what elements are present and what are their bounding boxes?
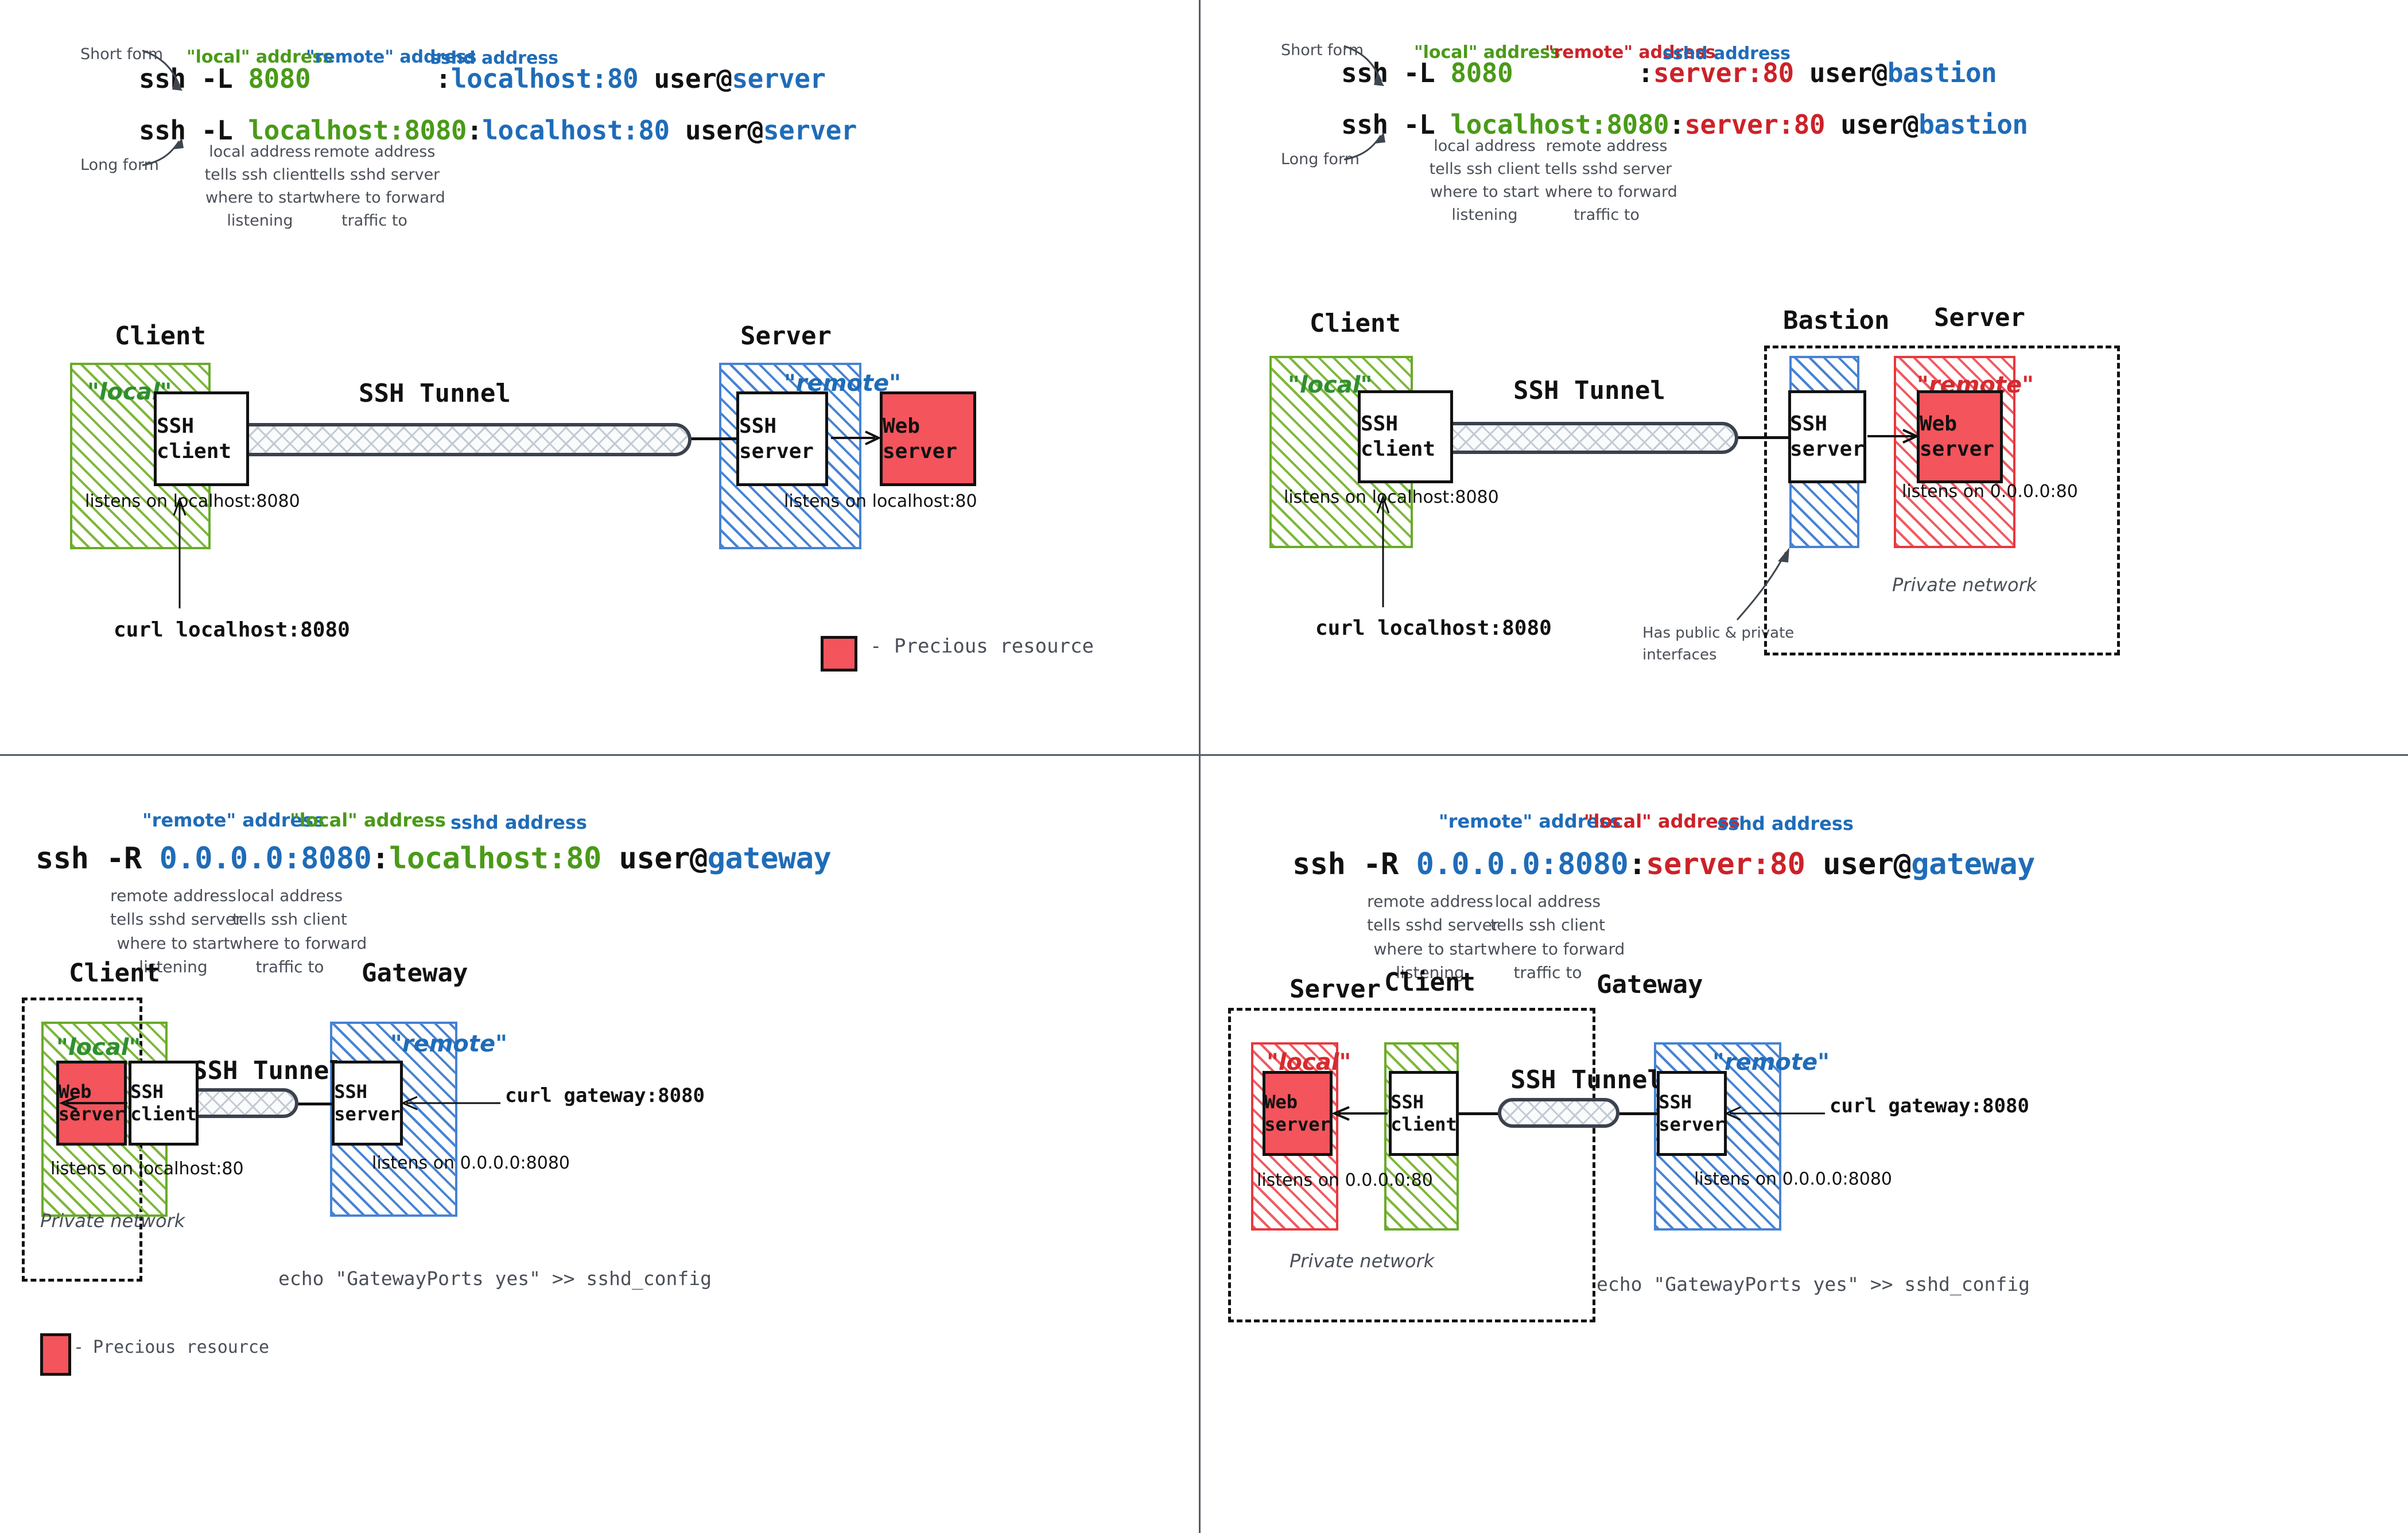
legend-precious-resource: Precious resource xyxy=(93,1337,270,1357)
panel-remote-forward-simple: "remote" address "local" address sshd ad… xyxy=(0,756,1199,1533)
legend-swatch-precious xyxy=(40,1333,71,1376)
note-local-address: local address tells ssh client where to … xyxy=(1487,892,1625,983)
remote-address-caption: "remote" address xyxy=(1439,810,1621,832)
sshd-address-caption: sshd address xyxy=(1717,813,1854,835)
short-form-label: Short form xyxy=(80,45,163,63)
panel-local-forward-bastion: Short form "local" address "remote" addr… xyxy=(1201,0,2408,755)
command-short-form: ssh -L 8080 :server:80 user@bastion xyxy=(1341,57,1997,88)
listens-server: listens on 0.0.0.0:80 xyxy=(1902,482,2078,502)
tunnel-label: SSH Tunnel xyxy=(1510,1065,1663,1095)
node-web-server: Web server xyxy=(1263,1071,1333,1156)
node-ssh-client: SSH client xyxy=(154,391,249,486)
curl-command: curl gateway:8080 xyxy=(1830,1095,2029,1117)
machine-title-client: Client xyxy=(1310,309,1401,338)
command-long-form: ssh -L localhost:8080:server:80 user@bas… xyxy=(1341,109,2028,140)
machine-title-gateway: Gateway xyxy=(362,958,468,988)
local-address-caption: "local" address xyxy=(187,47,333,67)
tunnel-label: SSH Tunnel xyxy=(192,1056,344,1085)
echo-gatewayports-config: echo "GatewayPorts yes" >> sshd_config xyxy=(1597,1273,2030,1295)
listens-gateway: listens on 0.0.0.0:8080 xyxy=(372,1153,570,1173)
machine-title-client: Client xyxy=(1384,968,1475,997)
private-network-label: Private network xyxy=(1290,1250,1435,1272)
machine-title-server: Server xyxy=(740,321,832,351)
bastion-interfaces-note: Has public & private interfaces xyxy=(1642,624,1795,663)
private-network-label: Private network xyxy=(1892,574,2037,596)
wire-tunnel-to-gateway xyxy=(294,1103,337,1105)
wire-tunnel-to-bastion xyxy=(1734,436,1803,439)
remote-address-caption: "remote" address xyxy=(306,47,477,67)
curl-command: curl localhost:8080 xyxy=(1315,616,1552,640)
panel-divider-vertical xyxy=(1199,0,1201,1533)
node-ssh-client: SSH client xyxy=(1358,390,1453,483)
zone-label-local: "local" xyxy=(56,1034,141,1061)
legend-dash: - xyxy=(870,635,882,658)
command-remote-forward: ssh -R 0.0.0.0:8080:localhost:80 user@ga… xyxy=(36,841,832,876)
note-local-address: local address tells ssh client where to … xyxy=(230,886,367,977)
command-remote-forward: ssh -R 0.0.0.0:8080:server:80 user@gatew… xyxy=(1292,847,2035,882)
note-local-address: local address tells ssh client where to … xyxy=(204,143,316,230)
note-remote-address: remote address tells sshd server where t… xyxy=(1367,892,1499,983)
node-ssh-client: SSH client xyxy=(1389,1071,1459,1156)
ssh-tunnel-graphic xyxy=(1437,422,1738,454)
legend-precious-resource: Precious resource xyxy=(894,635,1094,658)
ssh-tunnel-graphic xyxy=(1498,1098,1619,1128)
node-web-server: Web server xyxy=(880,391,976,486)
curl-command: curl localhost:8080 xyxy=(114,618,350,642)
ssh-tunnel-graphic xyxy=(230,423,692,456)
curl-command: curl gateway:8080 xyxy=(505,1084,705,1107)
listens-server: listens on localhost:80 xyxy=(784,491,977,511)
panel-local-forward-simple: Short form "local" address "remote" addr… xyxy=(0,0,1199,755)
listens-client: listens on localhost:8080 xyxy=(85,491,300,511)
sshd-address-caption: sshd address xyxy=(450,812,587,833)
local-address-caption: "local" address xyxy=(1584,810,1740,832)
node-ssh-server: SSH server xyxy=(736,391,828,486)
wire-client-to-tunnel xyxy=(1453,1112,1505,1115)
echo-gatewayports-config: echo "GatewayPorts yes" >> sshd_config xyxy=(278,1267,712,1290)
remote-address-caption: "remote" address xyxy=(1545,42,1716,63)
sshd-address-caption: sshd address xyxy=(430,48,559,68)
local-address-caption: "local" address xyxy=(290,809,446,831)
wire-tunnel-to-gateway xyxy=(1615,1112,1660,1115)
machine-title-client: Client xyxy=(115,321,206,351)
panel-remote-forward-server: "remote" address "local" address sshd ad… xyxy=(1201,756,2408,1533)
node-ssh-server: SSH server xyxy=(1657,1071,1727,1156)
machine-title-server: Server xyxy=(1934,303,2025,332)
command-long-form: ssh -L localhost:8080:localhost:80 user@… xyxy=(139,115,857,146)
private-network-boundary xyxy=(1228,1008,1595,1322)
machine-title-server: Server xyxy=(1290,975,1381,1004)
machine-title-bastion: Bastion xyxy=(1783,306,1890,335)
legend-swatch-precious xyxy=(821,636,857,672)
tunnel-label: SSH Tunnel xyxy=(359,379,511,408)
panel-divider-horizontal xyxy=(0,754,2408,756)
node-ssh-server: SSH server xyxy=(1788,390,1866,483)
machine-title-gateway: Gateway xyxy=(1597,970,1703,999)
private-network-label: Private network xyxy=(40,1210,185,1232)
note-local-address: local address tells ssh client where to … xyxy=(1429,137,1540,224)
long-form-label: Long form xyxy=(1281,150,1360,168)
command-short-form: ssh -L 8080 :localhost:80 user@server xyxy=(139,63,826,94)
private-network-boundary xyxy=(1764,346,2120,655)
remote-address-caption: "remote" address xyxy=(142,809,325,831)
local-address-caption: "local" address xyxy=(1414,42,1560,63)
zone-label-remote: "remote" xyxy=(390,1031,507,1057)
node-ssh-server: SSH server xyxy=(332,1061,403,1146)
machine-title-client: Client xyxy=(69,958,160,988)
zone-label-remote: "remote" xyxy=(1712,1049,1830,1076)
note-remote-address: remote address tells sshd server where t… xyxy=(1545,137,1677,224)
note-remote-address: remote address tells sshd server where t… xyxy=(313,143,445,230)
legend-dash: - xyxy=(73,1337,84,1357)
listens-client: listens on localhost:8080 xyxy=(1284,487,1499,507)
wire-tunnel-to-server xyxy=(686,437,737,440)
node-web-server: Web server xyxy=(1917,390,2003,483)
listens-client: listens on localhost:80 xyxy=(51,1159,244,1179)
listens-server: listens on 0.0.0.0:80 xyxy=(1257,1170,1433,1190)
node-ssh-client: SSH client xyxy=(129,1061,199,1146)
tunnel-label: SSH Tunnel xyxy=(1513,376,1665,405)
sshd-address-caption: sshd address xyxy=(1663,44,1791,64)
note-remote-address: remote address tells sshd server where t… xyxy=(110,886,242,977)
long-form-label: Long form xyxy=(80,156,159,174)
listens-gateway: listens on 0.0.0.0:8080 xyxy=(1694,1169,1893,1189)
node-web-server: Web server xyxy=(56,1061,127,1146)
